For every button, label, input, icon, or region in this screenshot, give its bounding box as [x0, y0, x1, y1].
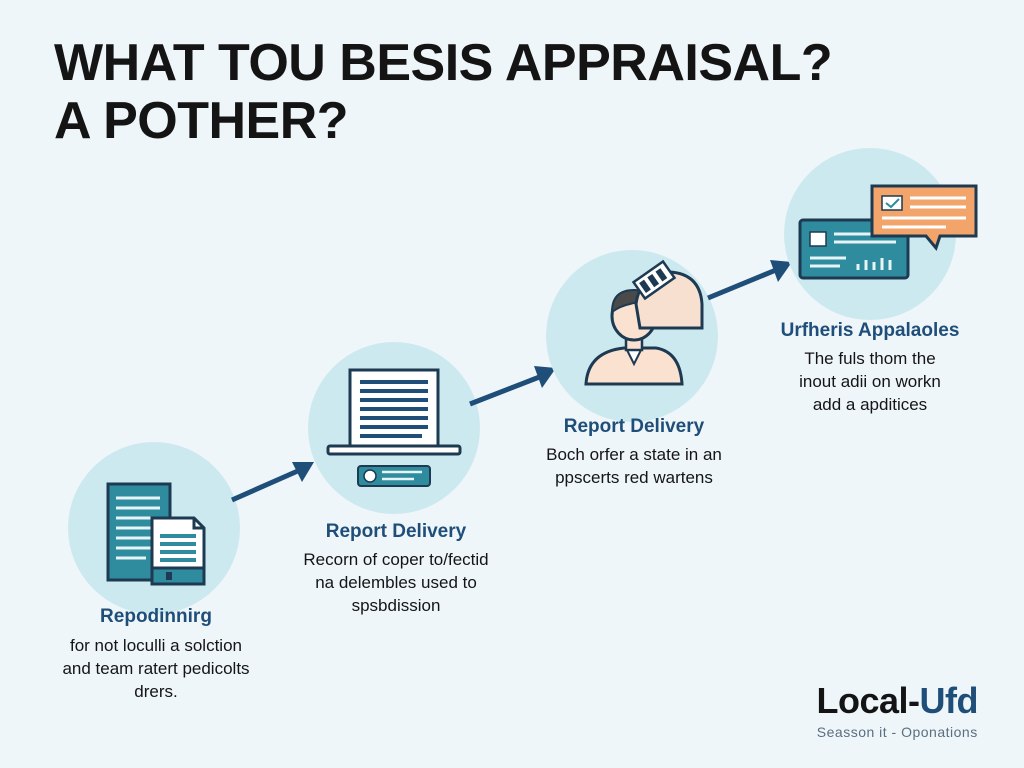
- laptop-icon: [326, 368, 462, 487]
- step-3-desc-line: ppscerts red wartens: [555, 468, 713, 487]
- step-1-desc-line: and team ratert pedicolts: [62, 659, 250, 678]
- brand-tagline: Seasson it - Oponations: [816, 724, 978, 740]
- arrow-icon: [230, 462, 314, 503]
- person-icon: [584, 259, 704, 386]
- title-line-1: WHAT TOU BESIS APPRAISAL?: [54, 34, 833, 92]
- step-1-desc-line: drers.: [134, 682, 178, 701]
- arrow-icon: [707, 260, 792, 301]
- step-2-description: Recorn of coper to/fectid na delembles u…: [276, 548, 516, 617]
- step-1-description: for not loculli a solction and team rate…: [36, 634, 276, 703]
- step-3-description: Boch orfer a state in an ppscerts red wa…: [514, 443, 754, 489]
- brand-name-part-1: Local-: [816, 680, 921, 721]
- step-2-desc-line: Recorn of coper to/fectid: [303, 550, 489, 569]
- step-4-desc-line: The fuls thom the: [804, 349, 936, 368]
- step-4-description: The fuls thom the inout adii on workn ad…: [750, 347, 990, 416]
- step-2-desc-line: spsbdission: [351, 596, 441, 615]
- brand-name: Local-Ufd: [817, 680, 979, 722]
- step-4-desc-line: inout adii on workn: [799, 372, 941, 391]
- step-4-desc-line: add a apditices: [812, 395, 928, 414]
- step-2-title: Report Delivery: [325, 521, 467, 542]
- documents-icon: [106, 482, 206, 586]
- step-3-desc-line: Boch orfer a state in an: [546, 445, 722, 464]
- arrow-icon: [469, 366, 556, 407]
- step-2-desc-line: na delembles used to: [315, 573, 477, 592]
- step-1-title: Repodinnirg: [100, 606, 212, 627]
- brand-name-part-2: Ufd: [919, 680, 979, 721]
- chat-card-icon: [798, 184, 978, 280]
- brand-logo: Local-Ufd Seasson it - Oponations: [817, 680, 979, 740]
- title-line-2: A POTHER?: [54, 92, 349, 150]
- page-title: WHAT TOU BESIS APPRAISAL? A POTHER?: [54, 34, 833, 150]
- step-3-title: Report Delivery: [563, 416, 705, 437]
- step-1-desc-line: for not loculli a solction: [70, 636, 242, 655]
- step-4-title: Urfheris Appalaoles: [780, 320, 960, 341]
